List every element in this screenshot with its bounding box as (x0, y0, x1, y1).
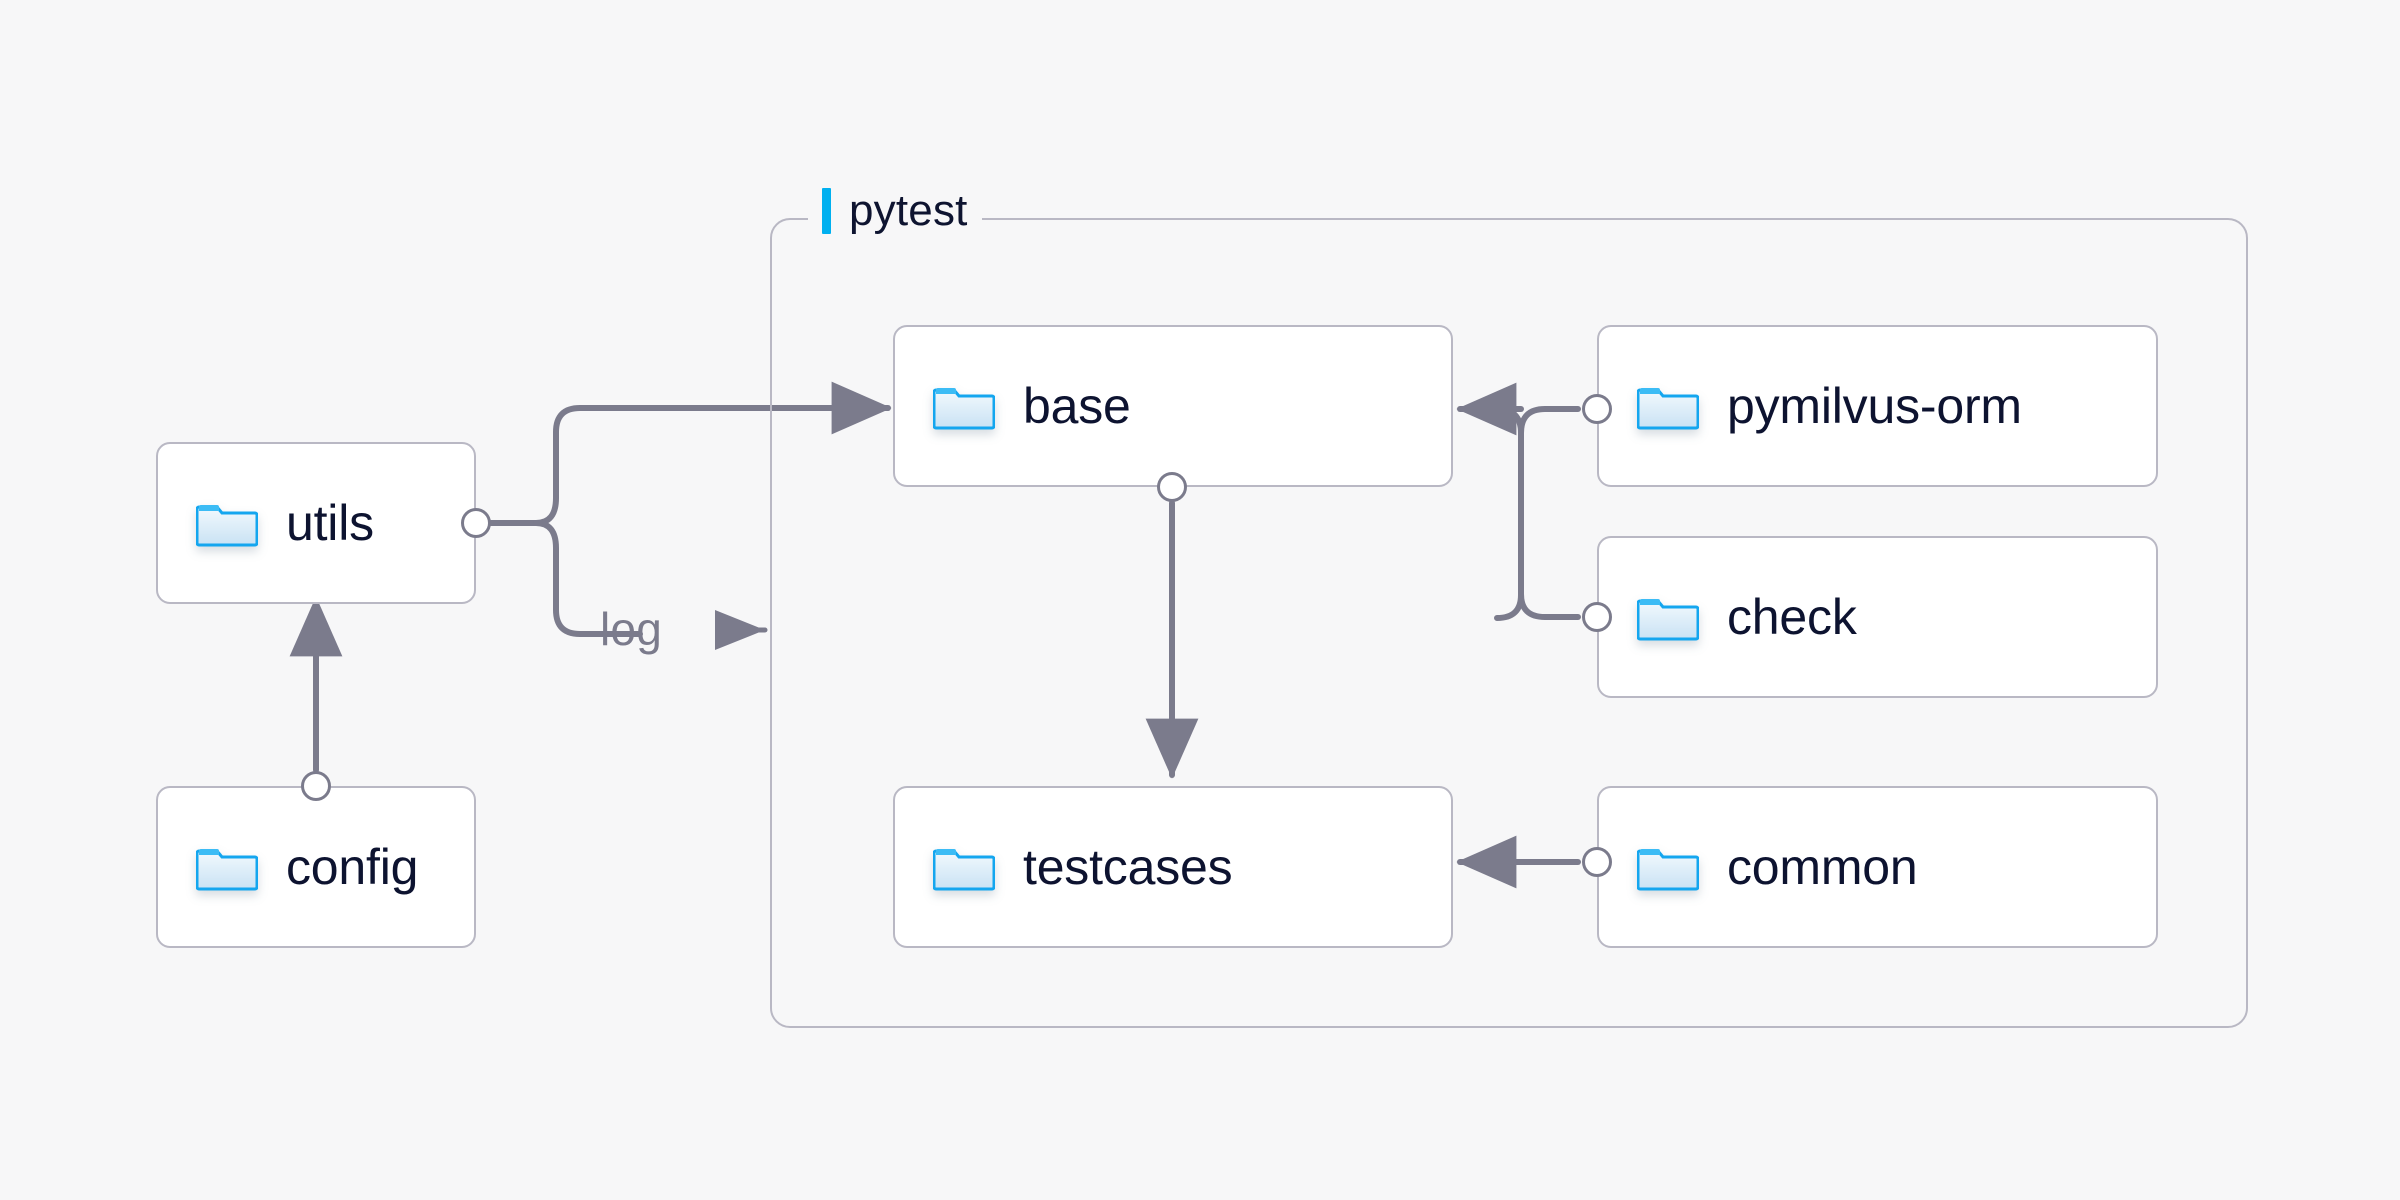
folder-icon (1637, 381, 1699, 431)
port-utils-right[interactable] (461, 508, 491, 538)
folder-icon (196, 498, 258, 548)
node-common-label: common (1727, 839, 1918, 895)
node-config[interactable]: config (156, 786, 476, 948)
node-utils-label: utils (286, 495, 374, 551)
node-utils[interactable]: utils (156, 442, 476, 604)
node-base-label: base (1023, 378, 1131, 434)
folder-icon (1637, 592, 1699, 642)
folder-icon (933, 381, 995, 431)
node-common[interactable]: common (1597, 786, 2158, 948)
edge-label-log: log (600, 603, 662, 655)
node-base[interactable]: base (893, 325, 1453, 487)
group-pytest-title: pytest (849, 186, 968, 235)
folder-icon (933, 842, 995, 892)
port-config-top[interactable] (301, 771, 331, 801)
group-pytest-header: pytest (808, 180, 982, 242)
node-check-label: check (1727, 589, 1857, 645)
node-check[interactable]: check (1597, 536, 2158, 698)
port-base-bottom[interactable] (1157, 472, 1187, 502)
node-testcases[interactable]: testcases (893, 786, 1453, 948)
port-common-left[interactable] (1582, 847, 1612, 877)
node-pymilvus-orm[interactable]: pymilvus-orm (1597, 325, 2158, 487)
group-accent-bar (822, 188, 831, 234)
folder-icon (1637, 842, 1699, 892)
port-pymilvus-orm-left[interactable] (1582, 394, 1612, 424)
port-check-left[interactable] (1582, 602, 1612, 632)
folder-icon (196, 842, 258, 892)
node-config-label: config (286, 839, 419, 895)
node-pymilvus-orm-label: pymilvus-orm (1727, 378, 2022, 434)
node-testcases-label: testcases (1023, 839, 1233, 895)
group-pytest[interactable] (770, 218, 2248, 1028)
